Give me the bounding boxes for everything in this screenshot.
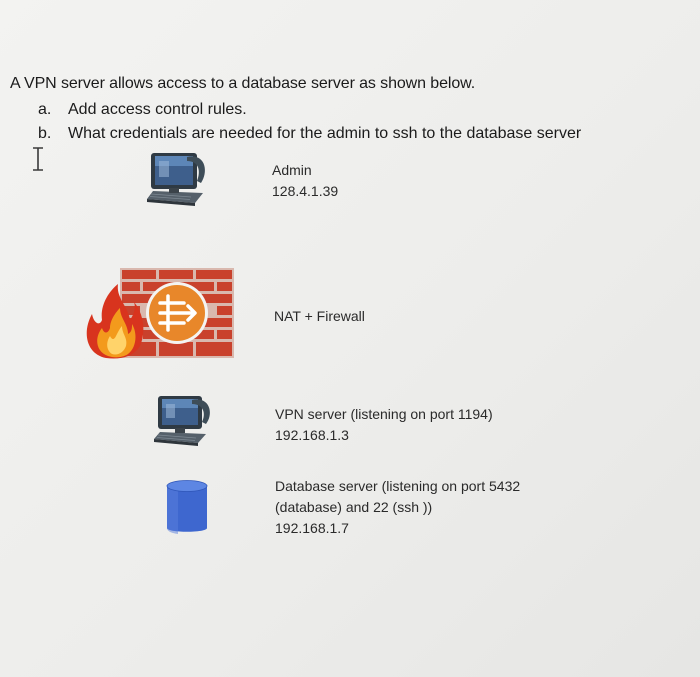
vpn-name: VPN server (listening on port 1194) — [275, 406, 493, 422]
database-ip: 192.168.1.7 — [275, 520, 349, 536]
question-intro: A VPN server allows access to a database… — [10, 75, 476, 92]
item-marker: a. — [38, 101, 52, 118]
database-line-2: (database) and 22 (ssh )) — [275, 499, 433, 515]
database-line-1: Database server (listening on port 5432 — [275, 478, 521, 494]
question-item-a: a. Add access control rules. — [38, 101, 247, 119]
router — [146, 282, 208, 344]
vpn-computer-icon — [154, 396, 210, 446]
firewall-label: NAT + Firewall — [274, 306, 365, 327]
database-cylinder-icon — [166, 480, 208, 534]
admin-name: Admin — [272, 162, 312, 178]
question-item-b: b. What credentials are needed for the ad… — [38, 125, 581, 143]
flame — [86, 284, 144, 359]
admin-ip: 128.4.1.39 — [272, 183, 339, 199]
firewall-name: NAT + Firewall — [274, 308, 365, 324]
admin-label: Admin 128.4.1.39 — [272, 160, 338, 202]
item-marker: b. — [38, 125, 52, 142]
text-cursor-icon — [33, 147, 43, 171]
admin-computer-icon — [147, 153, 205, 206]
router-firewall-icon — [86, 268, 234, 359]
item-text: What credentials are needed for the admi… — [68, 125, 582, 142]
vpn-ip: 192.168.1.3 — [275, 427, 349, 443]
item-text: Add access control rules. — [68, 101, 247, 118]
vpn-label: VPN server (listening on port 1194) 192.… — [275, 404, 493, 446]
database-label: Database server (listening on port 5432 … — [275, 476, 520, 539]
